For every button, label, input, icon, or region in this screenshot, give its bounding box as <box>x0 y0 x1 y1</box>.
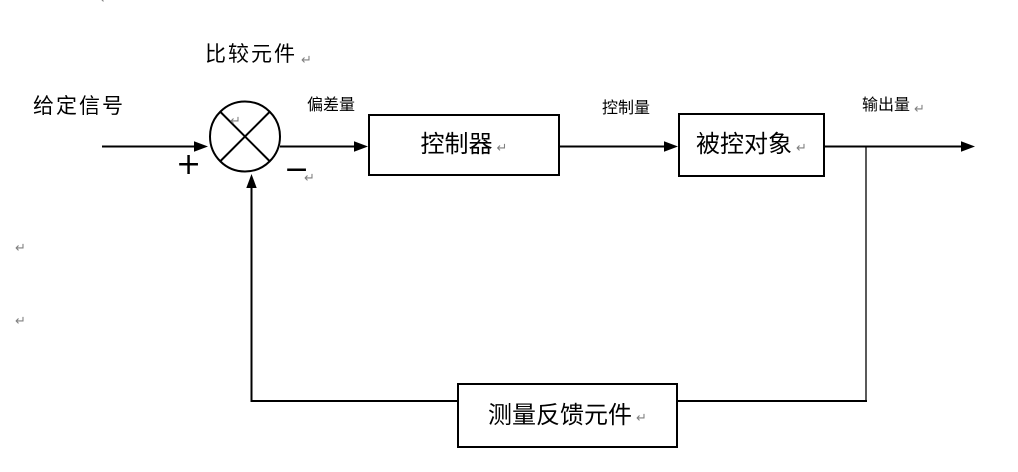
block-feedback: 测量反馈元件↵ <box>457 383 678 448</box>
paragraph-mark-icon: ↵ <box>301 53 314 68</box>
paragraph-mark-icon: ↵ <box>15 314 26 329</box>
paragraph-mark-icon: ↵ <box>636 411 647 426</box>
block-controller: 控制器↵ <box>368 114 560 176</box>
plus-sign: + <box>176 147 202 182</box>
paragraph-mark-icon: ↵ <box>230 114 241 129</box>
block-controller-label: 控制器 <box>420 131 493 158</box>
paragraph-mark-icon: ↵ <box>914 102 925 117</box>
output-quantity-text: 输出量 <box>862 97 911 114</box>
paragraph-mark-icon: ↵ <box>15 241 26 256</box>
comparison-element-text: 比较元件 <box>205 43 297 66</box>
paragraph-mark-icon: ↵ <box>496 140 508 156</box>
feedback-arrowhead-icon <box>246 174 257 188</box>
label-reference-signal: 给定信号 <box>33 95 125 118</box>
label-control-quantity: 控制量 <box>602 100 651 117</box>
control-signal-arrowhead-icon <box>664 141 678 152</box>
label-comparison-element: 比较元件 ↵ <box>205 43 314 68</box>
paragraph-mark-icon: ↵ <box>796 140 807 156</box>
reference-input-arrowhead-icon <box>194 141 208 152</box>
block-plant-label: 被控对象 <box>696 131 793 158</box>
paragraph-mark-icon: ↵ <box>304 171 315 186</box>
error-signal-arrowhead-icon <box>354 141 368 152</box>
paragraph-mark-icon: ↵ <box>100 0 111 6</box>
output-signal-arrowhead-icon <box>961 141 975 152</box>
label-output-quantity: 输出量↵ <box>862 97 925 117</box>
label-deviation-quantity: 偏差量 <box>307 97 356 114</box>
minus-sign: − <box>284 152 310 187</box>
summing-junction-diagonal-icon <box>219 111 271 162</box>
block-feedback-label: 测量反馈元件 <box>488 401 633 429</box>
block-plant: 被控对象↵ <box>678 113 825 177</box>
